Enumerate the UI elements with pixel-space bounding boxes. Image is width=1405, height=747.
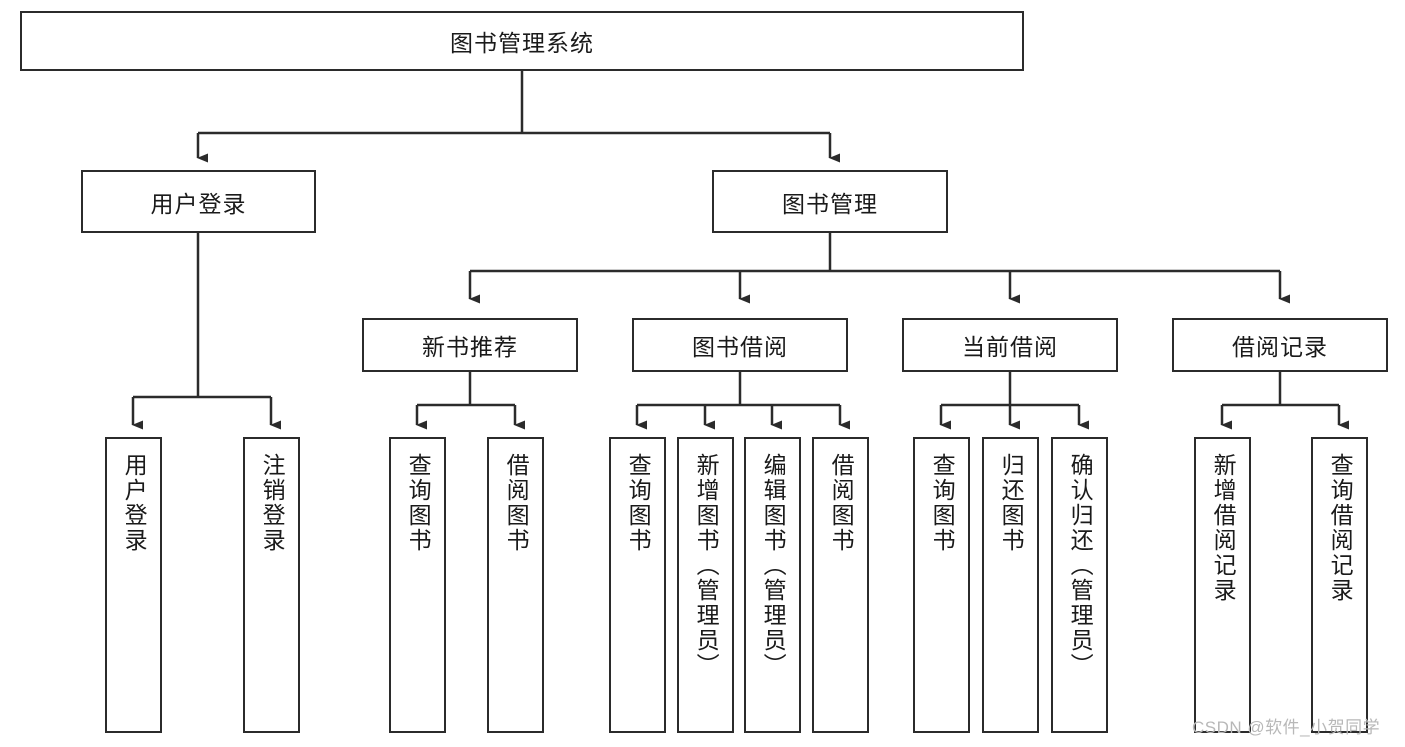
node-leaf-query-book-3-label: 查询图书 [929,453,956,553]
node-leaf-query-record[interactable]: 查询借阅记录 [1311,437,1368,733]
node-leaf-borrow-book-1[interactable]: 借阅图书 [487,437,544,733]
node-borrow-record[interactable]: 借阅记录 [1172,318,1388,372]
node-user-login[interactable]: 用户登录 [81,170,316,233]
node-leaf-add-book[interactable]: 新增图书（管理员） [677,437,734,733]
node-user-login-label: 用户登录 [150,190,247,217]
node-new-book-recommend-label: 新书推荐 [422,334,518,360]
node-leaf-query-book-3[interactable]: 查询图书 [913,437,970,733]
node-leaf-borrow-book-2[interactable]: 借阅图书 [812,437,869,733]
node-new-book-recommend[interactable]: 新书推荐 [362,318,578,372]
node-leaf-confirm-return[interactable]: 确认归还（管理员） [1051,437,1108,733]
node-leaf-add-book-label: 新增图书（管理员） [693,453,720,678]
node-leaf-edit-book[interactable]: 编辑图书（管理员） [744,437,801,733]
node-leaf-borrow-book-1-label: 借阅图书 [503,453,530,553]
node-book-borrow[interactable]: 图书借阅 [632,318,848,372]
node-leaf-add-record[interactable]: 新增借阅记录 [1194,437,1251,733]
node-leaf-query-book-1[interactable]: 查询图书 [389,437,446,733]
node-current-borrow[interactable]: 当前借阅 [902,318,1118,372]
node-leaf-return-book[interactable]: 归还图书 [982,437,1039,733]
node-leaf-user-login-label: 用户登录 [121,453,148,553]
node-leaf-borrow-book-2-label: 借阅图书 [828,453,855,553]
node-leaf-query-book-2-label: 查询图书 [625,453,652,553]
node-leaf-edit-book-label: 编辑图书（管理员） [760,453,787,678]
node-borrow-record-label: 借阅记录 [1232,334,1328,360]
node-leaf-confirm-return-label: 确认归还（管理员） [1067,453,1094,678]
node-current-borrow-label: 当前借阅 [962,334,1058,360]
node-leaf-query-book-1-label: 查询图书 [405,453,432,553]
node-book-management[interactable]: 图书管理 [712,170,948,233]
node-root-label: 图书管理系统 [450,30,594,56]
node-leaf-query-book-2[interactable]: 查询图书 [609,437,666,733]
node-leaf-query-record-label: 查询借阅记录 [1327,453,1354,603]
node-root[interactable]: 图书管理系统 [20,11,1024,71]
watermark-text: CSDN @软件_小贺同学 [1192,718,1381,737]
node-book-management-label: 图书管理 [782,190,878,217]
node-leaf-user-login[interactable]: 用户登录 [105,437,162,733]
node-leaf-user-logout[interactable]: 注销登录 [243,437,300,733]
node-leaf-add-record-label: 新增借阅记录 [1210,453,1237,603]
node-leaf-return-book-label: 归还图书 [998,453,1025,553]
node-book-borrow-label: 图书借阅 [692,334,788,360]
node-leaf-user-logout-label: 注销登录 [259,453,286,553]
